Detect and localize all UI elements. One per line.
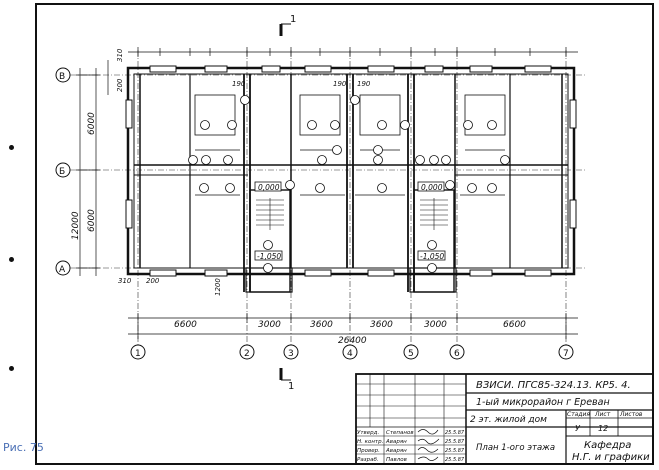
outer-wall bbox=[126, 66, 576, 276]
axis-col-4: 4 bbox=[347, 349, 353, 359]
dim-bottom-1: 6600 bbox=[174, 320, 197, 330]
axis-col-6: 6 bbox=[454, 349, 460, 359]
dim-bottom-5: 3000 bbox=[424, 320, 447, 330]
name-approved: Степанов bbox=[386, 430, 414, 436]
figure-caption: Рис. 75 bbox=[3, 441, 44, 454]
date-checked: 25.5.87 bbox=[445, 448, 465, 454]
name-checked: Аварян bbox=[385, 448, 407, 454]
dim-190-center-a: 190 bbox=[333, 80, 347, 88]
section-mark-bottom-label: 1 bbox=[288, 381, 294, 392]
building-name: 2 эт. жилой дом bbox=[470, 415, 547, 425]
dim-bottom-4: 3600 bbox=[370, 320, 393, 330]
name-norm-control: Аварян bbox=[385, 439, 407, 445]
sheet-frame bbox=[35, 3, 654, 465]
element-markers bbox=[188, 95, 510, 273]
project-location: 1-ый микрорайон г Ереван bbox=[476, 397, 610, 408]
role-developed: Разраб. bbox=[357, 457, 379, 463]
column-axis-markers: 1 2 3 4 5 6 7 bbox=[130, 344, 574, 360]
dim-side-small: 1200 bbox=[214, 278, 222, 296]
level-floor-left: 0,000 bbox=[258, 183, 280, 192]
dim-190-left: 190 bbox=[232, 80, 246, 88]
stage-value: У bbox=[575, 424, 581, 433]
windows bbox=[125, 65, 577, 277]
dim-190-center-b: 190 bbox=[357, 80, 371, 88]
axis-row-b: Б bbox=[59, 167, 65, 177]
axis-row-v: В bbox=[59, 72, 65, 82]
margin-bullet-1 bbox=[9, 145, 14, 150]
dim-left-total: 12000 bbox=[71, 211, 81, 240]
dim-left-lower: 6000 bbox=[87, 209, 97, 232]
dim-bottom-total: 26400 bbox=[338, 336, 367, 346]
left-dimension-lines bbox=[76, 60, 109, 276]
axis-col-3: 3 bbox=[288, 349, 294, 359]
sheet-title: План 1-ого этажа bbox=[476, 443, 555, 453]
margin-bullet-3 bbox=[9, 366, 14, 371]
department-line-1: Кафедра bbox=[584, 440, 631, 451]
dim-left-small: 200 bbox=[116, 78, 124, 92]
date-approved: 25.5.87 bbox=[445, 430, 465, 436]
signatures bbox=[417, 429, 440, 461]
date-norm-control: 25.5.87 bbox=[445, 439, 465, 445]
axis-col-2: 2 bbox=[244, 349, 250, 359]
row-axis-markers: В Б А bbox=[55, 67, 71, 276]
dim-bottom-small-b: 200 bbox=[146, 277, 160, 285]
role-norm-control: Н. контр. bbox=[357, 439, 384, 445]
dim-bottom-2: 3000 bbox=[258, 320, 281, 330]
sheet-number: 12 bbox=[598, 424, 608, 433]
level-marks: 0,000 0,000 -1,050 -1,050 bbox=[254, 181, 446, 261]
dim-bottom-small-a: 310 bbox=[118, 277, 132, 285]
outer-wall-inner bbox=[133, 73, 569, 269]
drawing-code: ВЗИСИ. ПГС85-324.13. КР5. 4. bbox=[476, 380, 631, 391]
col-sheet-header: Лист bbox=[594, 411, 611, 418]
role-approved: Утверд. bbox=[357, 430, 379, 436]
bottom-dimension-lines bbox=[128, 313, 578, 339]
axis-col-1: 1 bbox=[135, 349, 141, 359]
section-mark-top: 1 bbox=[279, 14, 296, 36]
section-mark-bottom: 1 bbox=[279, 368, 294, 392]
axis-row-a: А bbox=[59, 265, 66, 275]
grid-axes bbox=[70, 50, 585, 345]
section-mark-top-label: 1 bbox=[290, 14, 296, 25]
top-dimension-line bbox=[128, 47, 578, 57]
level-entry-left: -1,050 bbox=[257, 252, 281, 261]
axis-col-5: 5 bbox=[408, 349, 414, 359]
margin-bullet-2 bbox=[9, 257, 14, 262]
col-stage-header: Стадия bbox=[567, 411, 590, 418]
dim-bottom-3: 3600 bbox=[310, 320, 333, 330]
title-block bbox=[355, 373, 654, 465]
axis-col-7: 7 bbox=[563, 349, 569, 359]
dim-top-small: 310 bbox=[116, 48, 124, 62]
date-developed: 25.5.87 bbox=[445, 457, 465, 463]
role-checked: Провер. bbox=[357, 448, 380, 454]
dim-left-upper: 6000 bbox=[87, 112, 97, 135]
col-sheets-header: Листов bbox=[619, 411, 643, 418]
stairs bbox=[256, 198, 448, 230]
dim-bottom-6: 6600 bbox=[503, 320, 526, 330]
name-developed: Павлов bbox=[386, 457, 407, 463]
level-floor-right: 0,000 bbox=[421, 183, 443, 192]
building-plan bbox=[126, 66, 576, 293]
level-entry-right: -1,050 bbox=[420, 252, 444, 261]
department-line-2: Н.Г. и графики bbox=[572, 452, 650, 463]
